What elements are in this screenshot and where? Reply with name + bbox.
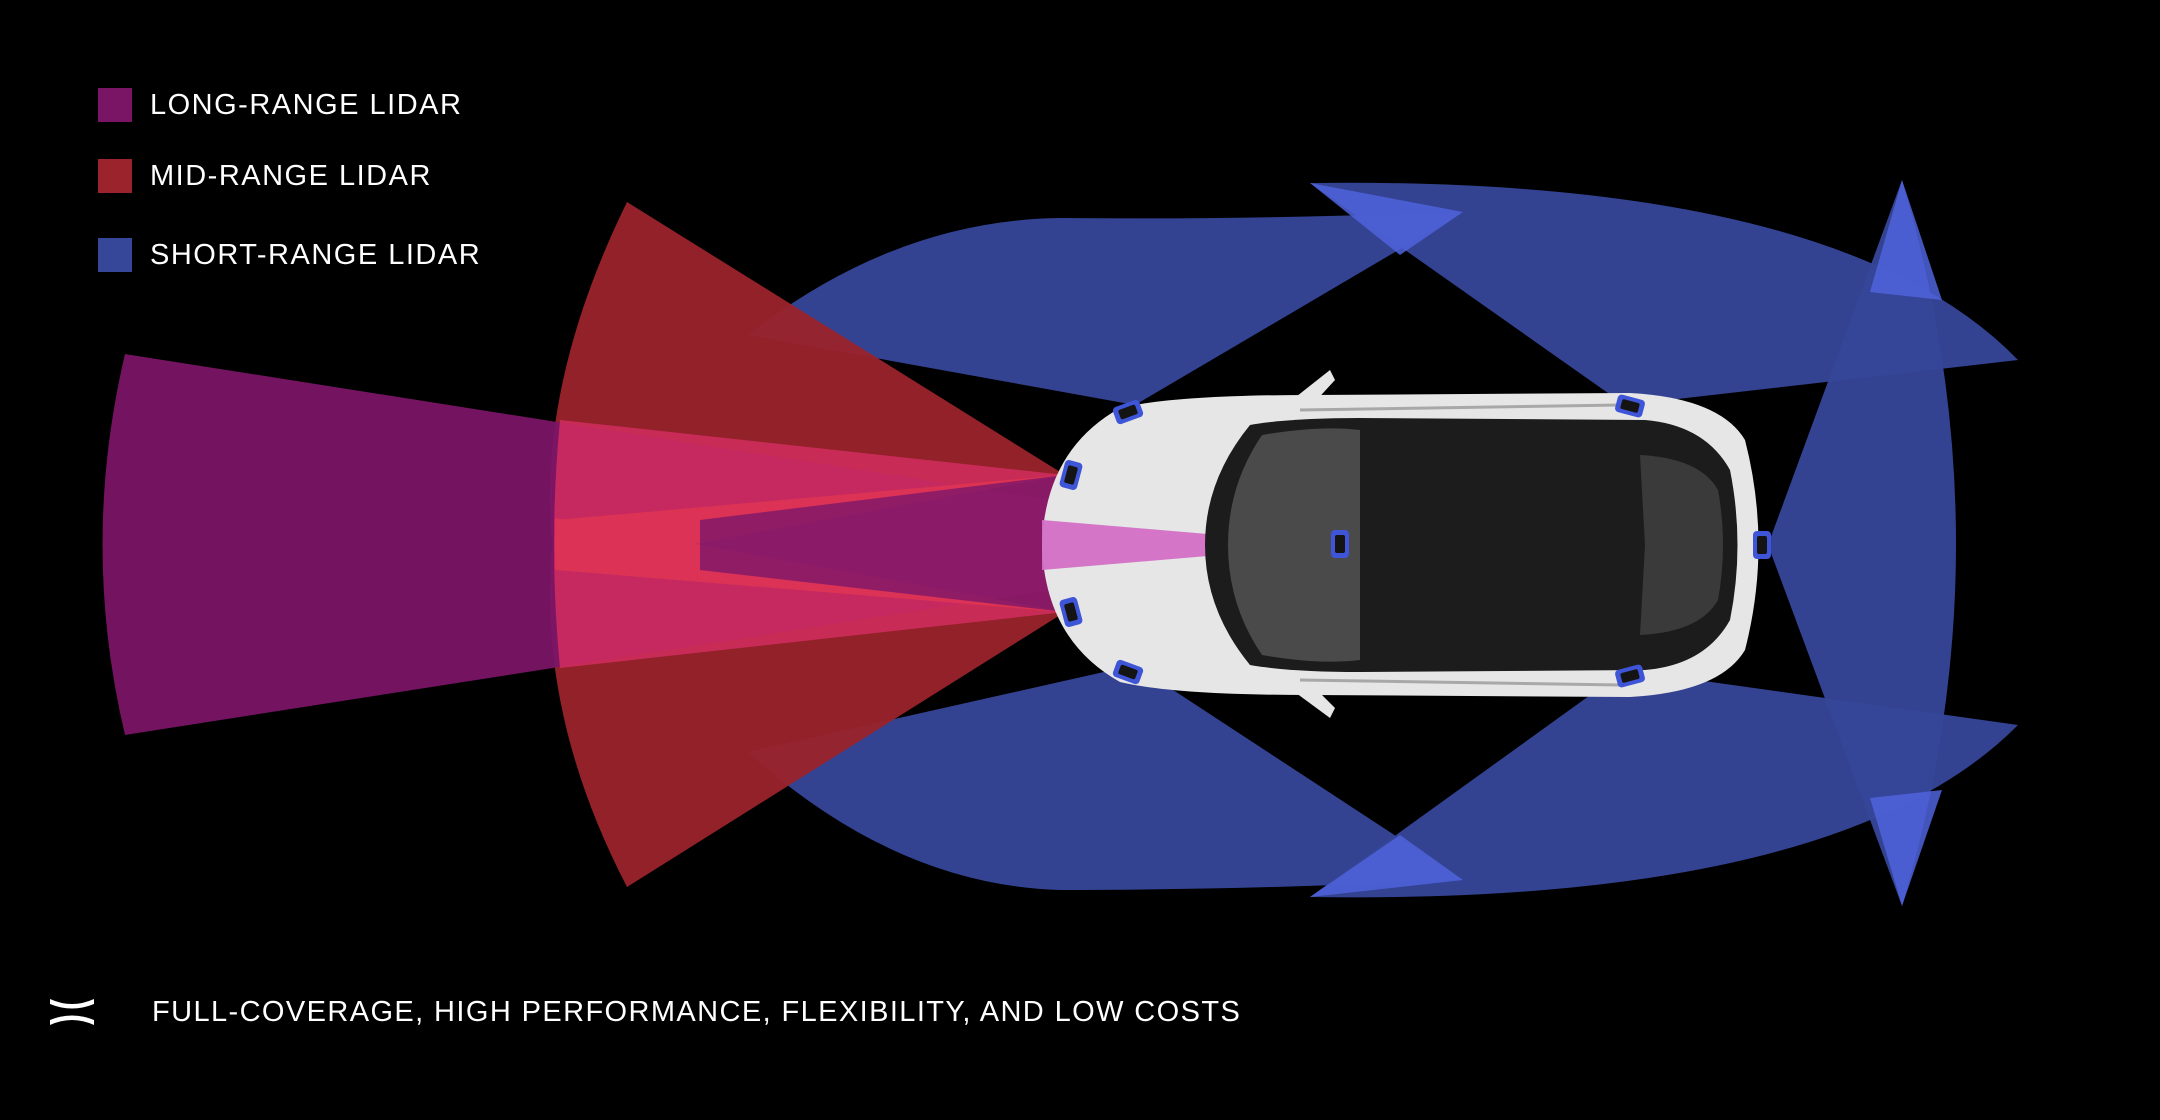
windshield xyxy=(1228,428,1360,662)
right-mirror xyxy=(1292,685,1335,718)
legend-swatch-short-range xyxy=(98,238,132,272)
footer-tagline: FULL-COVERAGE, HIGH PERFORMANCE, FLEXIBI… xyxy=(152,995,1242,1028)
mid-range-crossing-area xyxy=(555,475,1065,612)
short-range-overlap-rear-bot xyxy=(1870,790,1942,906)
short-range-overlap-bottom xyxy=(1310,835,1463,897)
short-range-fov-rear xyxy=(1768,180,1956,906)
sensor-front-right-corner xyxy=(1112,659,1144,685)
sensor-rear-left-corner xyxy=(1615,394,1645,418)
sensor-rear-center xyxy=(1753,531,1771,559)
short-range-overlap-top xyxy=(1310,183,1463,255)
legend-label-mid-range: MID-RANGE LIDAR xyxy=(150,159,432,192)
lidar-sensors xyxy=(1059,394,1771,688)
legend-label-short-range: SHORT-RANGE LIDAR xyxy=(150,238,482,271)
sensor-front-left xyxy=(1059,460,1083,490)
sensor-front-left-corner xyxy=(1112,399,1144,425)
left-mirror xyxy=(1292,370,1335,405)
right-body-line xyxy=(1299,678,1621,687)
legend-swatch-mid-range xyxy=(98,159,132,193)
rear-window xyxy=(1640,455,1723,635)
legend-label-long-range: LONG-RANGE LIDAR xyxy=(150,88,463,121)
footer: FULL-COVERAGE, HIGH PERFORMANCE, FLEXIBI… xyxy=(48,992,1241,1032)
left-body-line xyxy=(1299,403,1621,412)
legend-item-short-range: SHORT-RANGE LIDAR xyxy=(98,238,481,272)
sensor-front-right xyxy=(1059,597,1083,627)
car-top-view xyxy=(1042,370,1759,718)
long-range-hood-beam xyxy=(1042,520,1338,570)
sensor-rear-right-corner xyxy=(1615,664,1645,688)
legend-item-mid-range: MID-RANGE LIDAR xyxy=(98,159,432,193)
sensor-roof-center xyxy=(1331,530,1349,558)
sensor-coverage-areas xyxy=(102,180,2018,906)
short-range-fov-front-left xyxy=(748,212,1463,405)
short-range-overlap-rear-top xyxy=(1870,180,1942,300)
legend-item-long-range: LONG-RANGE LIDAR xyxy=(98,88,462,122)
hesai-logo-icon xyxy=(50,999,94,1025)
short-range-fov-front-right xyxy=(748,665,1463,890)
legend-swatch-long-range xyxy=(98,88,132,122)
